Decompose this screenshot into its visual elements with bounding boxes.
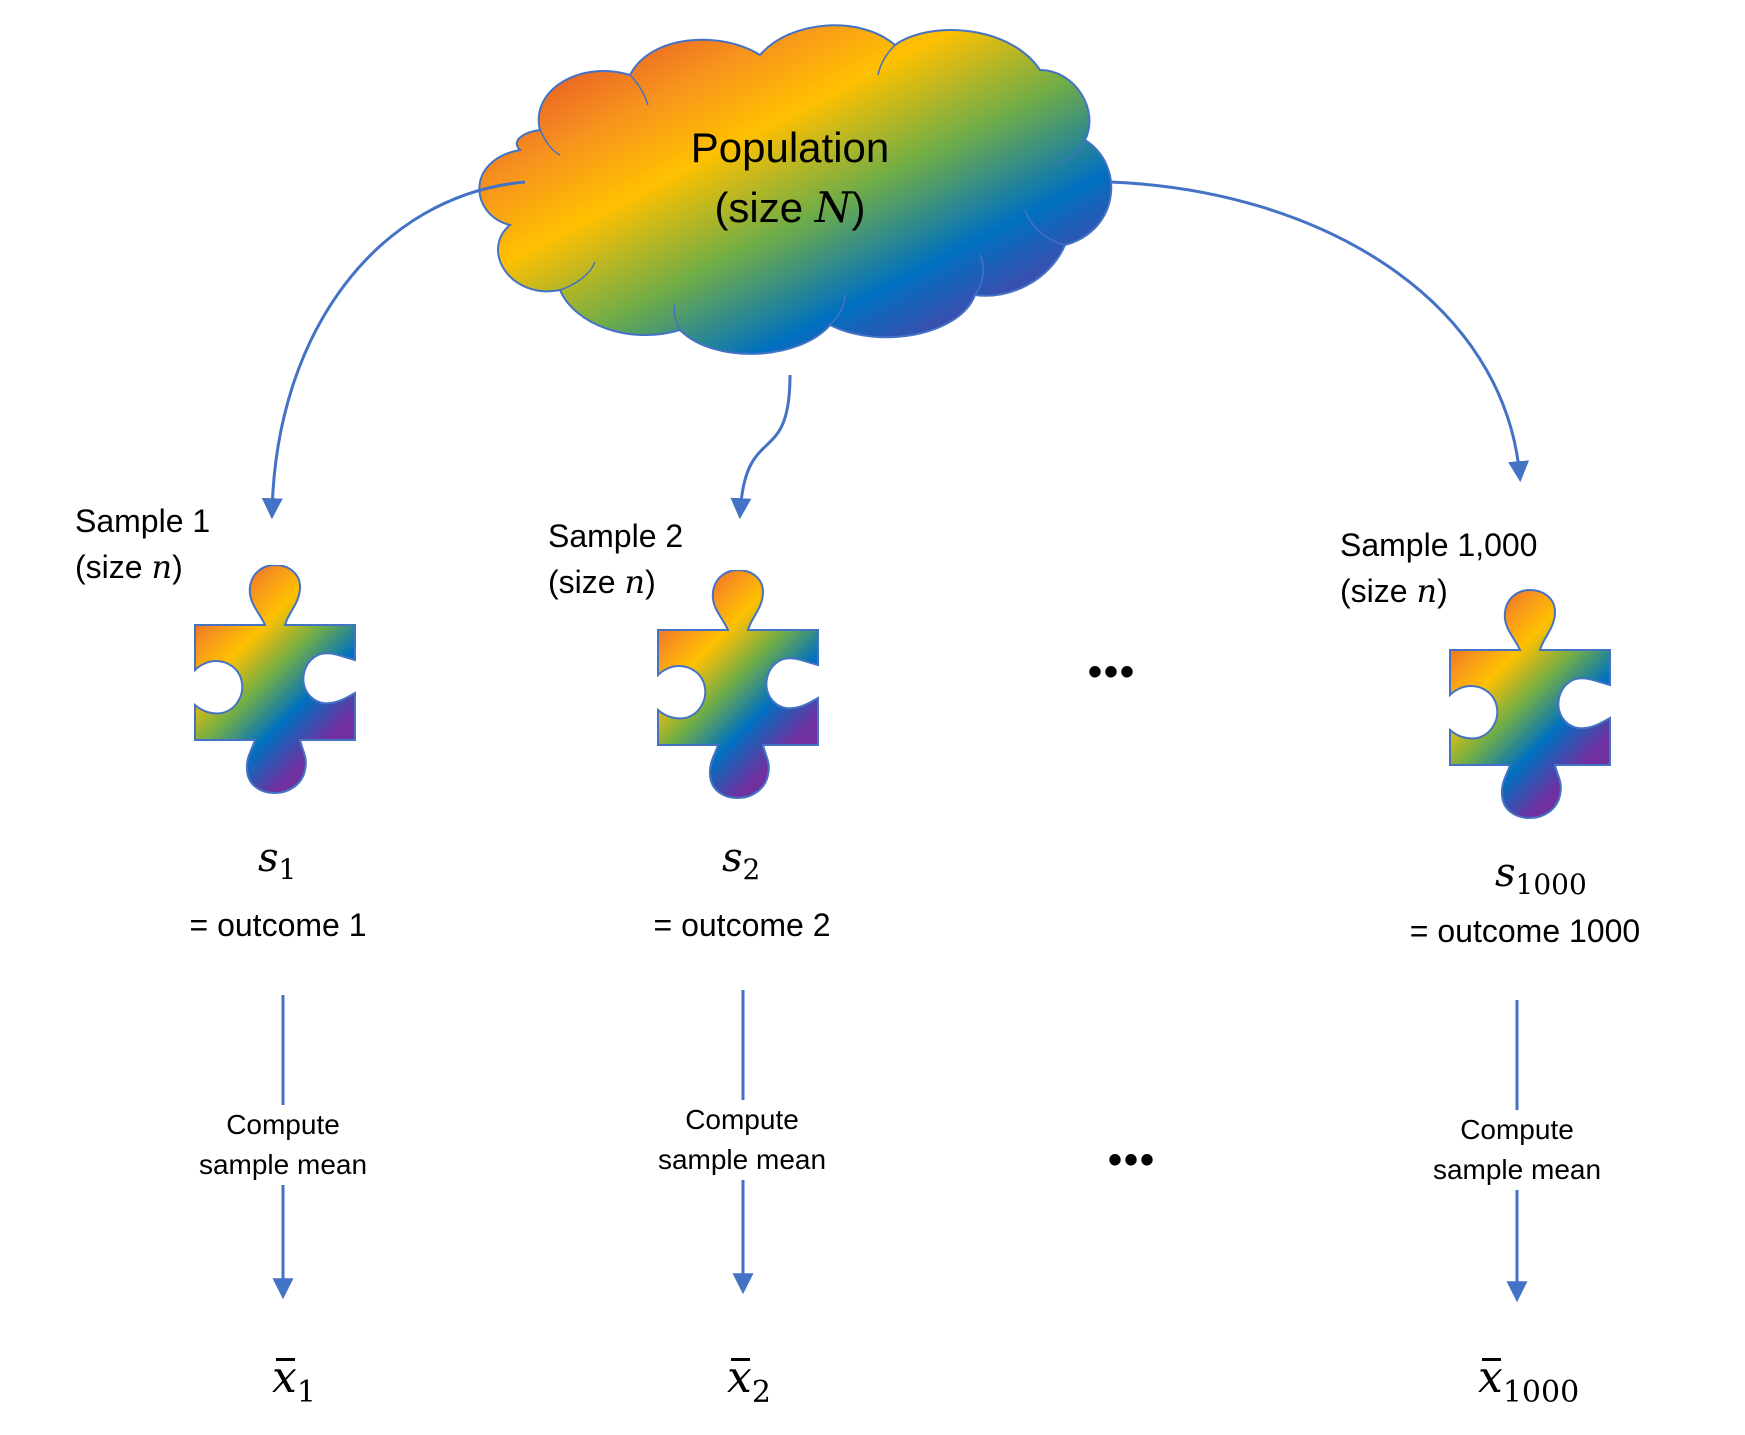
population-cloud — [478, 24, 1113, 355]
population-title: Population — [690, 124, 890, 171]
sample-2-compute-label: Compute sample mean — [637, 1100, 847, 1180]
sample-2-size: (size n) — [548, 563, 656, 601]
sample-1-puzzle-piece — [194, 565, 356, 794]
sample-1000-label: Sample 1,000 (size n) — [1340, 522, 1537, 614]
sample-1000-symbol: s1000 — [1495, 850, 1587, 901]
sample-1-label: Sample 1 (size n) — [75, 498, 210, 590]
sample-1-outcome: = outcome 1 — [189, 907, 367, 943]
sample-1000-title: Sample 1,000 — [1340, 527, 1538, 563]
ellipsis-means: ••• — [1108, 1138, 1157, 1182]
sample-1-title: Sample 1 — [75, 503, 211, 539]
sample-2-symbol: s2 — [722, 835, 761, 886]
arrow-population-to-sample-1 — [261, 180, 526, 520]
population-size: (size N) — [714, 183, 866, 232]
sample-1-compute-label: Compute sample mean — [178, 1105, 388, 1185]
sample-1-mean: x1 — [272, 1352, 316, 1410]
sample-1000-size: (size n) — [1340, 572, 1448, 610]
sample-2-title: Sample 2 — [548, 518, 684, 554]
arrow-population-to-sample-2 — [730, 374, 792, 520]
sample-1-symbol: s1 — [258, 835, 297, 886]
sample-1000-outcome: = outcome 1000 — [1409, 913, 1641, 949]
sample-1000-puzzle-piece — [1448, 588, 1612, 820]
sample-1000-compute-label: Compute sample mean — [1412, 1110, 1622, 1190]
sample-2-label: Sample 2 (size n) — [548, 513, 683, 605]
ellipsis-samples: ••• — [1088, 650, 1137, 694]
sample-1000-mean: x1000 — [1478, 1352, 1580, 1410]
sample-2-mean: x2 — [727, 1352, 771, 1410]
arrow-population-to-sample-1000 — [1109, 180, 1530, 483]
sample-2-outcome: = outcome 2 — [653, 907, 831, 943]
population-label: Population (size N) — [620, 118, 960, 238]
sample-1-size: (size n) — [75, 548, 183, 586]
